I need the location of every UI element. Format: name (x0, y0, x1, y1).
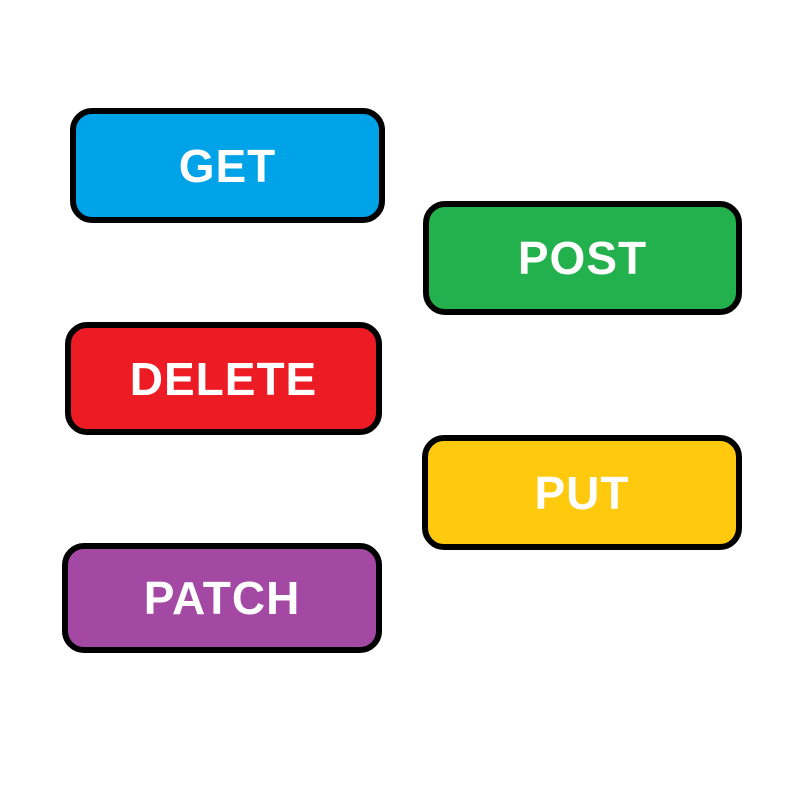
delete-button-label: DELETE (129, 352, 318, 405)
post-button[interactable]: POST (423, 201, 742, 315)
get-button[interactable]: GET (70, 108, 385, 223)
post-button-label: POST (517, 232, 648, 284)
put-button[interactable]: PUT (422, 435, 742, 550)
delete-button[interactable]: DELETE (65, 322, 382, 435)
get-button-label: GET (178, 139, 277, 192)
put-button-label: PUT (534, 466, 630, 519)
patch-button[interactable]: PATCH (62, 543, 382, 653)
patch-button-label: PATCH (143, 572, 301, 624)
